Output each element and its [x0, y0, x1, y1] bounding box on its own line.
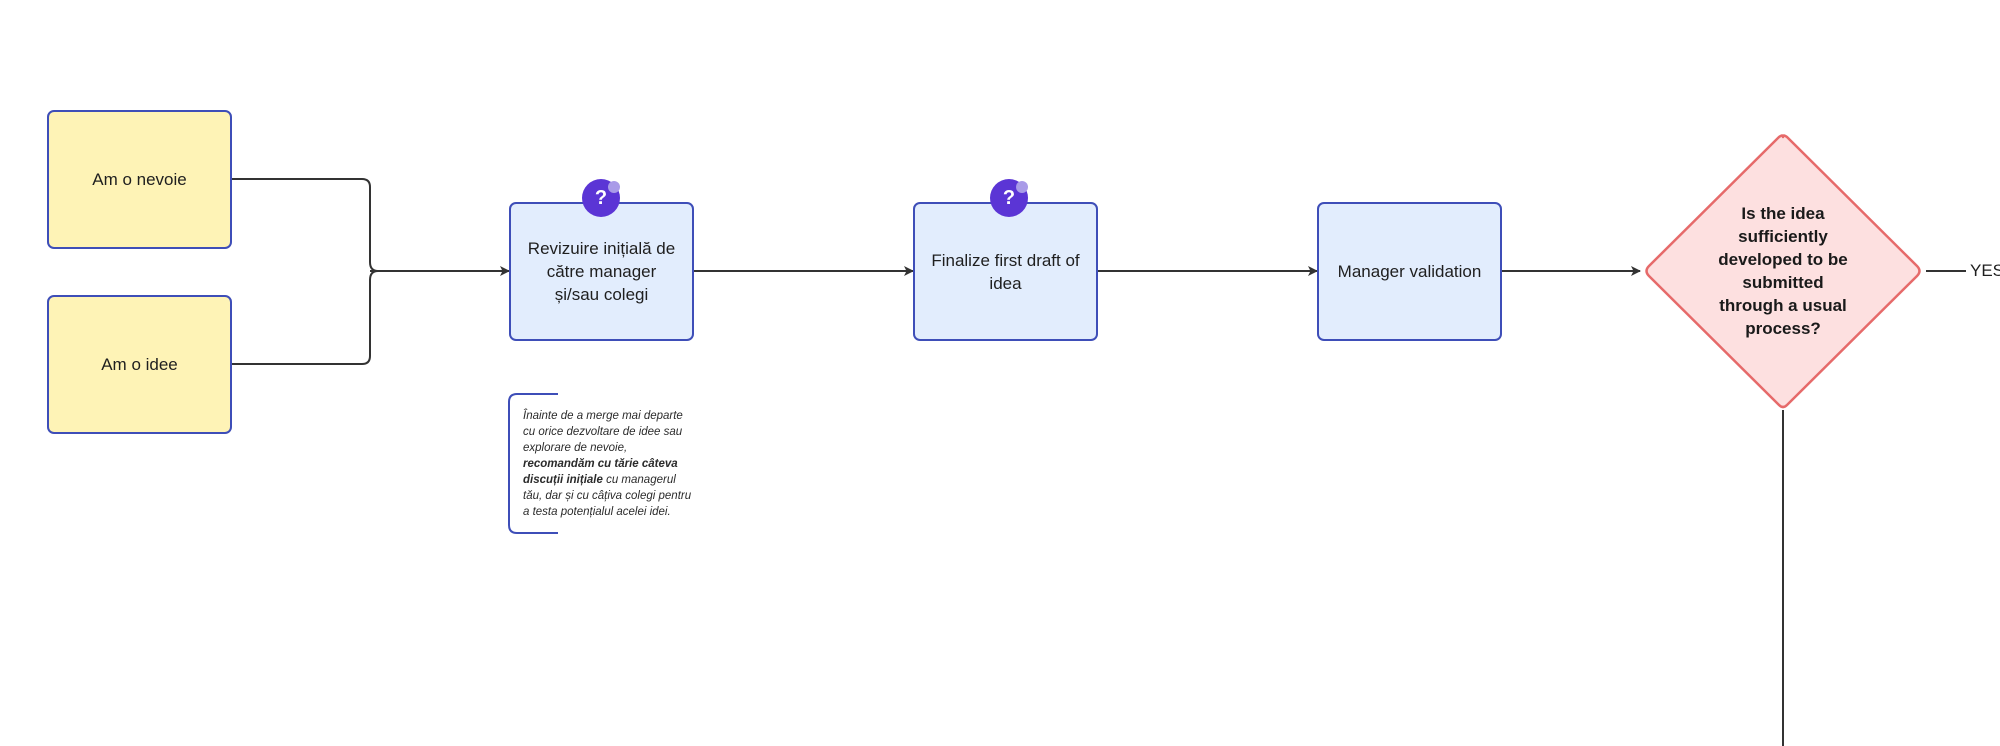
process-initial-review-label: Revizuire inițială de către manager și/s…	[527, 239, 676, 304]
note-text-after: cu managerul tău, dar și cu câțiva coleg…	[523, 474, 692, 518]
plugin-dot-icon	[1016, 181, 1028, 193]
process-manager-validation-label: Manager validation	[1337, 262, 1482, 281]
process-manager-validation[interactable]: Manager validation	[1317, 202, 1502, 341]
decision-label: Is the idea sufficiently developed to be…	[1718, 204, 1848, 338]
process-finalize-draft-label: Finalize first draft of idea	[931, 250, 1080, 293]
start-node-idea[interactable]: Am o idee	[47, 295, 232, 434]
decision-diamond[interactable]	[1645, 134, 1921, 409]
question-plugin-icon[interactable]: ?	[582, 179, 620, 217]
badge-symbol: ?	[1002, 187, 1016, 209]
connector-need-to-merge	[232, 178, 379, 272]
badge-symbol: ?	[594, 187, 608, 209]
start-node-need-label: Am o nevoie	[92, 170, 187, 189]
question-plugin-icon[interactable]: ?	[990, 179, 1028, 217]
note-bracket	[508, 393, 558, 534]
connector-idea-to-merge	[232, 270, 379, 365]
start-node-idea-label: Am o idee	[101, 355, 178, 374]
plugin-dot-icon	[608, 181, 620, 193]
note-text-bold: recomandăm cu tărie câteva discuții iniț…	[523, 458, 678, 486]
process-finalize-draft[interactable]: Finalize first draft of idea	[913, 202, 1098, 341]
annotation-note: Înainte de a merge mai departe cu orice …	[523, 408, 698, 520]
edge-label-yes: YES	[1970, 261, 2000, 280]
start-node-need[interactable]: Am o nevoie	[47, 110, 232, 249]
process-initial-review[interactable]: Revizuire inițială de către manager și/s…	[509, 202, 694, 341]
note-text-before: Înainte de a merge mai departe cu orice …	[523, 410, 683, 454]
